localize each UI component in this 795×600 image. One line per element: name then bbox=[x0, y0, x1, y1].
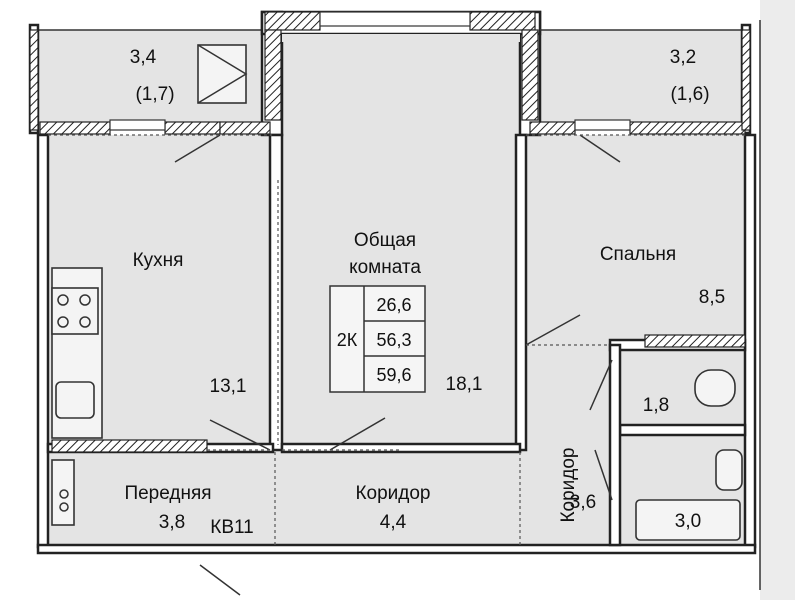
corridor-name: Коридор bbox=[355, 483, 430, 504]
boiler-icon bbox=[51, 459, 75, 526]
sink-icon bbox=[715, 449, 743, 491]
summary-living: 26,6 bbox=[376, 295, 411, 315]
summary-table bbox=[329, 285, 426, 393]
windows bbox=[109, 11, 631, 131]
room-floors bbox=[38, 30, 745, 545]
hall-floor bbox=[47, 450, 275, 545]
corridor2-area: 3,6 bbox=[570, 492, 596, 513]
kitchen-name: Кухня bbox=[133, 250, 184, 271]
corridor-floor bbox=[275, 450, 520, 545]
toilet-icon bbox=[694, 369, 736, 407]
living-name-1: Общая bbox=[354, 230, 416, 251]
bedroom-name: Спальня bbox=[600, 244, 676, 265]
summary-total-balconies: 59,6 bbox=[376, 365, 411, 385]
doors bbox=[48, 134, 745, 596]
stove-icon bbox=[51, 287, 99, 335]
corridor-area: 4,4 bbox=[380, 512, 407, 533]
ventilation-shaft bbox=[197, 44, 247, 104]
bath-area: 3,0 bbox=[675, 511, 701, 532]
living-name-2: комната bbox=[349, 257, 421, 278]
hall-name: Передняя bbox=[124, 483, 211, 504]
hall-area: 3,8 bbox=[159, 512, 185, 533]
living-area: 18,1 bbox=[446, 374, 483, 395]
bedroom-area: 8,5 bbox=[699, 287, 725, 308]
wc-area: 1,8 bbox=[643, 395, 669, 416]
kitchen-sink-icon bbox=[55, 381, 95, 419]
balcony-right-floor bbox=[530, 30, 742, 125]
fixtures bbox=[51, 44, 743, 541]
bathtub-icon bbox=[635, 499, 741, 541]
balcony-right-sub: (1,6) bbox=[670, 84, 709, 105]
kitchen-area: 13,1 bbox=[210, 376, 247, 397]
labels: 3,4 (1,7) 3,2 (1,6) Кухня 13,1 Общая ком… bbox=[124, 47, 725, 538]
corridor2-name: Коридор bbox=[558, 447, 579, 522]
balcony-left-sub: (1,7) bbox=[135, 84, 174, 105]
apt-number: КВ11 bbox=[210, 517, 253, 538]
summary-total: 56,3 bbox=[376, 330, 411, 350]
bedroom-floor bbox=[520, 135, 745, 345]
balcony-right-area: 3,2 bbox=[670, 47, 696, 68]
summary-type: 2К bbox=[337, 330, 358, 350]
balcony-left-area: 3,4 bbox=[130, 47, 157, 68]
window-hatches bbox=[29, 11, 751, 453]
